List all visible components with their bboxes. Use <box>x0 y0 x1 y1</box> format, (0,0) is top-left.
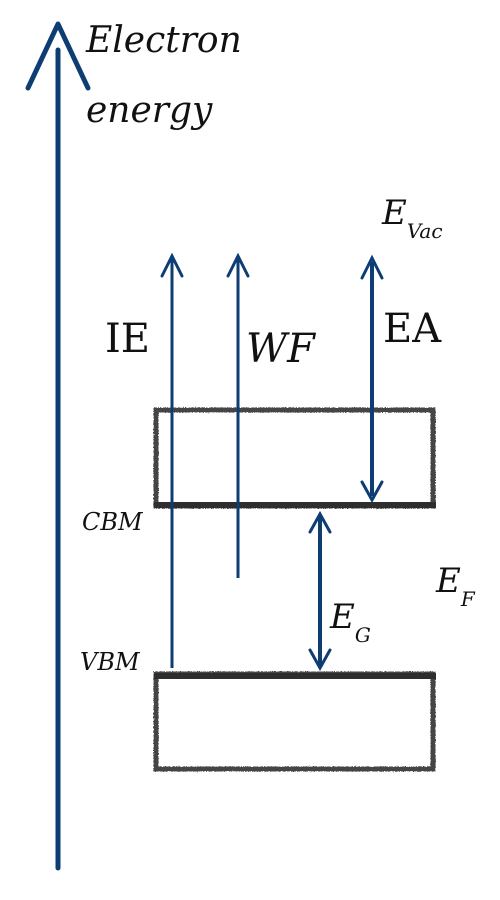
work-function-arrow <box>226 252 250 578</box>
electron-affinity-arrow <box>360 254 384 504</box>
ionization-energy-label: IE <box>105 316 150 362</box>
vbm-label: VBM <box>80 648 141 676</box>
energy-axis <box>25 21 91 871</box>
ionization-energy-arrow <box>160 252 184 668</box>
band-gap-label: EG <box>329 597 371 647</box>
cbm-label: CBM <box>82 508 144 536</box>
valence-band <box>153 671 436 772</box>
band-gap-arrow <box>308 510 332 672</box>
vacuum-level-label: EVac <box>381 193 443 243</box>
work-function-label: WF <box>246 326 316 372</box>
axis-label-line2: energy <box>86 90 213 131</box>
fermi-level-label: EF <box>435 561 476 611</box>
axis-label-line1: Electron <box>85 20 242 61</box>
electron-affinity-label: EA <box>383 306 442 352</box>
conduction-band <box>153 407 436 509</box>
